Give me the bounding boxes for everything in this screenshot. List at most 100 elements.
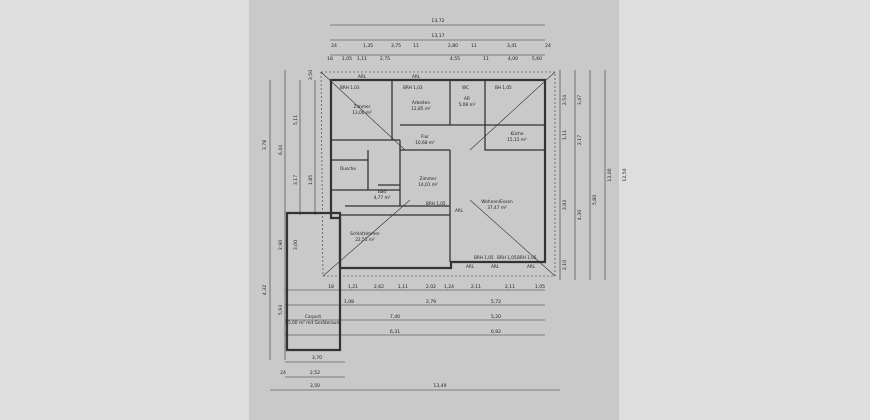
svg-text:18: 18 — [327, 56, 333, 62]
svg-text:13,72: 13,72 — [431, 18, 444, 24]
dims-left: 3,78 6,44 5,11 3,50 3,17 1,85 2,90 3,00 … — [262, 70, 314, 315]
svg-text:6,31: 6,31 — [390, 329, 400, 335]
svg-text:2,62: 2,62 — [374, 284, 384, 290]
svg-text:1,05: 1,05 — [342, 56, 352, 62]
room-area: 37,47 m² — [487, 205, 507, 211]
svg-text:4,00: 4,00 — [508, 56, 518, 62]
roof-outline — [320, 71, 556, 277]
roof-hip-line — [320, 71, 556, 277]
dims-top: 13,72 13,17 24 1,35 3,75 11 2,80 11 3,41… — [327, 18, 551, 62]
svg-text:2,80: 2,80 — [448, 43, 458, 49]
svg-text:13,49: 13,49 — [433, 383, 446, 389]
room-area: 15,15 m² — [507, 137, 527, 143]
svg-text:3,93: 3,93 — [562, 200, 568, 210]
room-area: 4,77 m² — [374, 195, 391, 201]
svg-text:3,17: 3,17 — [293, 175, 299, 185]
room-name: Küche — [510, 131, 523, 137]
room-area: 12,85 m² — [411, 106, 431, 112]
svg-text:24: 24 — [331, 43, 337, 49]
svg-text:3,00: 3,00 — [293, 240, 299, 250]
room-name: Zimmer — [354, 104, 371, 110]
carport-outline — [285, 211, 342, 352]
svg-text:2,90: 2,90 — [278, 240, 284, 250]
room-name: Schlafzimmer — [350, 231, 380, 237]
room-name: Zimmer — [420, 176, 437, 182]
svg-text:6,44: 6,44 — [278, 145, 284, 155]
svg-text:11: 11 — [483, 56, 489, 62]
svg-text:3,70: 3,70 — [312, 355, 322, 361]
room-area: 10,68 m² — [415, 140, 435, 146]
svg-text:2,11: 2,11 — [471, 284, 481, 290]
svg-text:1,08: 1,08 — [344, 299, 354, 305]
room-name: AR — [464, 96, 470, 102]
room-area: 5,08 m² — [459, 102, 476, 108]
svg-text:2,52: 2,52 — [310, 370, 320, 376]
svg-text:2,17: 2,17 — [577, 135, 583, 145]
opening-label: BRH 1,05 — [426, 201, 446, 206]
svg-text:2,75: 2,75 — [380, 56, 390, 62]
opening-label: WC — [462, 85, 469, 90]
svg-text:5,11: 5,11 — [293, 115, 299, 125]
interior-walls — [331, 80, 545, 262]
svg-text:1,05: 1,05 — [535, 284, 545, 290]
svg-text:12,50: 12,50 — [622, 168, 628, 181]
opening-label: BRH 1,05 — [517, 255, 537, 260]
svg-text:1,35: 1,35 — [363, 43, 373, 49]
room-name: Arbeiten — [412, 100, 431, 106]
room-name: Wohnen/Essen — [481, 199, 513, 205]
dims-bottom: 18 1,21 2,62 1,11 2,11 1,24 2,11 1,05 2,… — [280, 284, 545, 389]
svg-text:5,93: 5,93 — [278, 305, 284, 315]
opening-label: ARL — [455, 208, 464, 213]
room-area: 22,51 m² — [355, 237, 375, 243]
dims-right: 2,54 3,47 1,11 2,17 5,80 3,93 4,30 2,10 … — [562, 95, 628, 270]
svg-text:1,11: 1,11 — [357, 56, 367, 62]
opening-label: BRH 1,03 — [340, 85, 360, 90]
svg-text:5,60: 5,60 — [532, 56, 542, 62]
dimension-lines — [269, 24, 606, 391]
svg-text:3,47: 3,47 — [577, 95, 583, 105]
room-name: Flur — [421, 134, 429, 140]
svg-text:2,11: 2,11 — [505, 284, 515, 290]
opening-label: BRH 1,05 — [474, 255, 494, 260]
svg-text:2,79: 2,79 — [426, 299, 436, 305]
opening-label: ARL — [412, 74, 421, 79]
svg-text:2,54: 2,54 — [562, 95, 568, 105]
opening-label: ARL — [491, 264, 500, 269]
svg-text:3,50: 3,50 — [310, 383, 320, 389]
opening-label: BH 1,05 — [495, 85, 512, 90]
svg-text:13,17: 13,17 — [431, 33, 444, 39]
opening-label: BRH 1,03 — [403, 85, 423, 90]
room-area: 14,01 m² — [418, 182, 438, 188]
svg-text:3,75: 3,75 — [391, 43, 401, 49]
svg-text:1,11: 1,11 — [398, 284, 408, 290]
svg-text:13,00: 13,00 — [607, 168, 613, 181]
opening-labels: ARL BRH 1,03 BRH 1,03 ARL WC BH 1,05 BRH… — [340, 74, 537, 269]
svg-text:4,55: 4,55 — [450, 56, 460, 62]
svg-text:1,24: 1,24 — [444, 284, 454, 290]
room-name: Bad — [378, 189, 387, 195]
room-labels: Zimmer 13,00 m² Arbeiten 12,85 m² AR 5,0… — [285, 96, 527, 326]
svg-text:24: 24 — [280, 370, 286, 376]
svg-text:24: 24 — [545, 43, 551, 49]
svg-text:5,72: 5,72 — [491, 299, 501, 305]
svg-text:11: 11 — [471, 43, 477, 49]
svg-text:4,30: 4,30 — [577, 210, 583, 220]
room-area: 13,00 m² — [352, 110, 372, 116]
svg-text:5,20: 5,20 — [491, 314, 501, 320]
main-house-outline — [329, 78, 547, 270]
opening-label: ARL — [527, 264, 536, 269]
svg-text:6,92: 6,92 — [491, 329, 501, 335]
svg-text:1,85: 1,85 — [308, 175, 314, 185]
room-name: Carport — [305, 314, 322, 320]
svg-text:3,41: 3,41 — [507, 43, 517, 49]
svg-text:5,80: 5,80 — [592, 195, 598, 205]
svg-text:1,21: 1,21 — [348, 284, 358, 290]
svg-text:4,32: 4,32 — [262, 285, 268, 295]
opening-label: BRH 1,05 — [497, 255, 517, 260]
svg-text:18: 18 — [328, 284, 334, 290]
svg-text:1,11: 1,11 — [562, 130, 568, 140]
opening-label: ARL — [358, 74, 367, 79]
svg-text:2,10: 2,10 — [562, 260, 568, 270]
svg-text:11: 11 — [413, 43, 419, 49]
